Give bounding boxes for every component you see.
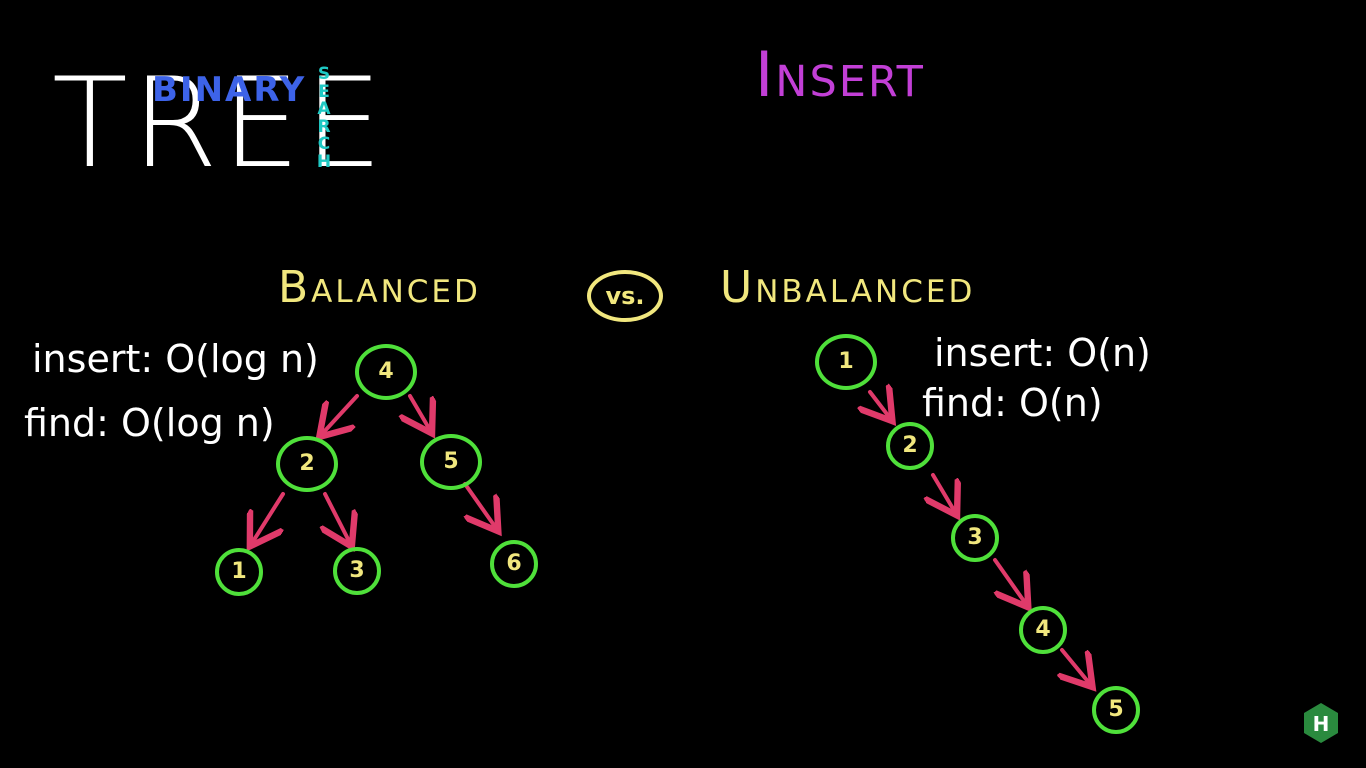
unbalanced-find-complexity: find: O(n) [922, 381, 1103, 425]
hackerrank-logo-icon: H [1304, 703, 1338, 743]
search-letter: E [318, 81, 330, 102]
title-search-vertical: S E A R C H [314, 64, 334, 172]
edge-u3-4 [993, 558, 1026, 604]
edge-u1-2 [870, 392, 890, 418]
balanced-insert-complexity: insert: O(log n) [32, 337, 319, 381]
tree-node: 3 [333, 547, 381, 595]
search-letter: A [317, 99, 331, 119]
tree-node: 1 [815, 334, 877, 390]
tree-node: 4 [355, 344, 417, 400]
edge-u4-5 [1062, 648, 1090, 684]
edge-2-1 [252, 492, 285, 543]
tree-node: 6 [490, 540, 538, 588]
search-letter: S [317, 64, 331, 84]
insert-heading: Insert [755, 38, 925, 111]
tree-node: 5 [1092, 686, 1140, 734]
edge-4-2 [322, 394, 359, 434]
title-tree: TREE [52, 52, 387, 196]
edge-4-5 [410, 394, 430, 430]
edge-5-6 [463, 482, 496, 528]
tree-node: 4 [1019, 606, 1067, 654]
balanced-heading: Balanced [278, 262, 481, 313]
search-letter: R [317, 116, 331, 137]
balanced-find-complexity: find: O(log n) [24, 401, 275, 445]
unbalanced-heading: Unbalanced [720, 262, 976, 313]
logo-letter: H [1313, 712, 1330, 736]
search-letter: H [316, 151, 332, 172]
edge-u2-3 [933, 473, 955, 512]
tree-node: 5 [420, 434, 482, 490]
vs-badge: vs. [587, 270, 663, 322]
tree-node: 3 [951, 514, 999, 562]
title-binary: BINARY [152, 70, 307, 110]
search-letter: C [317, 134, 331, 154]
edge-2-3 [325, 492, 350, 543]
tree-node: 1 [215, 548, 263, 596]
unbalanced-insert-complexity: insert: O(n) [934, 331, 1151, 375]
tree-node: 2 [886, 422, 934, 470]
tree-node: 2 [276, 436, 338, 492]
